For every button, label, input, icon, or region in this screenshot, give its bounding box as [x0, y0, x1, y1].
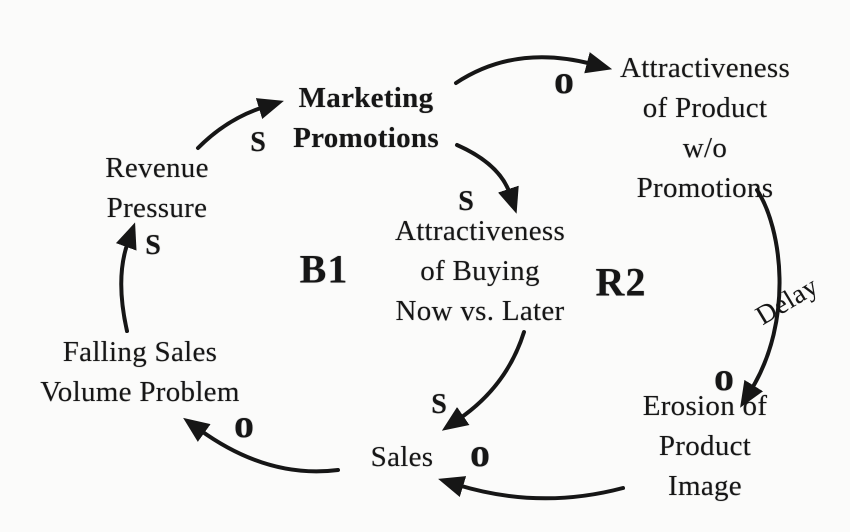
polarity-o-marketing-to-attractiveness-wo: o	[554, 56, 574, 102]
loop-label-r2: R2	[595, 259, 647, 305]
node-falling-sales-volume: Falling Sales Volume Problem	[40, 336, 240, 408]
polarity-o-sales-to-falling: o	[234, 400, 254, 446]
polarity-s-revenue-to-marketing: S	[250, 127, 266, 158]
node-attractiveness-wo-promotions: Attractiveness of Product w/o Promotions	[619, 52, 791, 204]
node-erosion-product-image: Erosion of Product Image	[642, 390, 768, 502]
arrow-marketing-to-buying-now	[455, 143, 519, 214]
arrow-sales-to-falling	[183, 417, 340, 474]
polarity-s-marketing-to-buying-now: S	[458, 186, 474, 217]
loop-label-b1: B1	[299, 246, 349, 292]
node-revenue-pressure: Revenue Pressure	[105, 152, 209, 224]
node-sales: Sales	[370, 441, 434, 473]
arrow-marketing-to-attractiveness-wo	[454, 52, 613, 85]
polarity-o-erosion-to-sales: o	[470, 429, 490, 475]
polarity-s-falling-to-revenue: S	[145, 230, 161, 261]
arrow-erosion-to-sales	[438, 476, 625, 501]
arrow-attractiveness-wo-to-erosion	[740, 188, 782, 408]
arrow-revenue-to-marketing	[196, 98, 284, 150]
polarity-o-attractiveness-wo-to-erosion: o	[714, 353, 734, 399]
arrow-falling-to-revenue	[115, 222, 137, 333]
polarity-s-buying-now-to-sales: S	[431, 389, 447, 420]
arrow-buying-now-to-sales	[441, 330, 526, 431]
node-attractiveness-buying-now: Attractiveness of Buying Now vs. Later	[394, 215, 566, 327]
node-marketing-promotions: Marketing Promotions	[293, 82, 439, 154]
